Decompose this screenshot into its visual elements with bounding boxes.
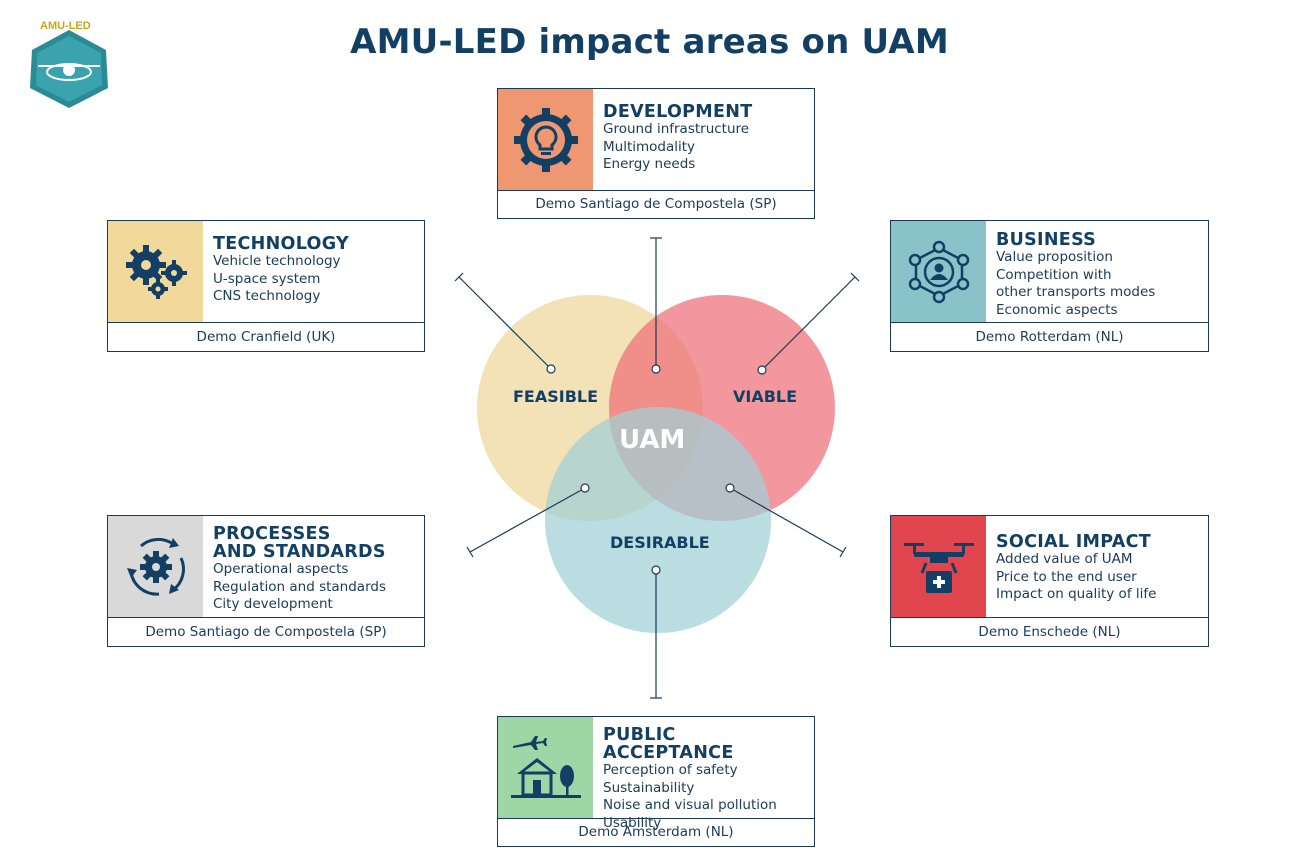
card-social-item: Added value of UAM [996,551,1133,567]
lightbulb-gear-icon [498,89,593,190]
card-business: BUSINESS Value proposition Competition w… [890,220,1209,352]
card-processes: PROCESSES AND STANDARDS Operational aspe… [107,515,425,647]
card-business-demo: Demo Rotterdam (NL) [975,329,1124,345]
cycle-gear-icon [108,516,203,617]
card-processes-item: Operational aspects [213,561,349,577]
card-public-demo: Demo Amsterdam (NL) [578,824,734,840]
plane-house-tree-icon [498,717,593,818]
network-person-icon [891,221,986,322]
card-development-item: Energy needs [603,156,696,172]
card-development-item: Multimodality [603,138,696,155]
card-development-heading: DEVELOPMENT [603,102,753,122]
card-business-item: other transports modes [996,284,1156,300]
card-processes-body: PROCESSES AND STANDARDS Operational aspe… [108,516,424,618]
card-processes-demo: Demo Santiago de Compostela (SP) [145,624,387,640]
card-business-item: Economic aspects [996,301,1118,318]
connector-lines [454,237,860,699]
card-technology-heading: TECHNOLOGY [213,234,349,254]
card-social-item: Price to the end user [996,568,1137,585]
card-social-heading: SOCIAL IMPACT [996,532,1151,552]
card-public-heading: PUBLIC ACCEPTANCE [603,725,734,763]
card-development: DEVELOPMENT Ground infrastructure Multim… [497,88,815,219]
card-social-item: Impact on quality of life [996,586,1157,602]
card-social: SOCIAL IMPACT Added value of UAM Price t… [890,515,1209,647]
card-development-body: DEVELOPMENT Ground infrastructure Multim… [498,89,814,191]
page-title: AMU-LED impact areas on UAM [350,22,949,62]
card-processes-item: City development [213,596,333,612]
amu-led-logo [24,22,114,112]
logo-text: AMU-LED [40,20,91,32]
card-social-body: SOCIAL IMPACT Added value of UAM Price t… [891,516,1208,618]
card-technology-body: TECHNOLOGY Vehicle technology U-space sy… [108,221,424,323]
card-development-item: Ground infrastructure [603,121,750,137]
desirable-circle [545,407,771,633]
card-business-item: Value proposition [996,249,1113,265]
feasible-label: FEASIBLE [513,387,599,406]
card-public-item: Sustainability [603,779,695,796]
card-public-body: PUBLIC ACCEPTANCE Perception of safety S… [498,717,814,831]
card-technology-item: CNS technology [213,288,321,304]
card-public-item: Perception of safety [603,762,738,778]
card-business-body: BUSINESS Value proposition Competition w… [891,221,1208,323]
medical-drone-icon [891,516,986,617]
card-technology-demo: Demo Cranfield (UK) [196,329,336,345]
card-business-item: Competition with [996,266,1112,283]
uam-core-label: UAM [619,425,686,455]
card-social-demo: Demo Enschede (NL) [978,624,1121,640]
card-technology-item: U-space system [213,270,321,287]
gears-icon [108,221,203,322]
desirable-label: DESIRABLE [610,533,710,552]
card-development-demo: Demo Santiago de Compostela (SP) [535,196,777,212]
connector-dots [546,364,767,575]
card-processes-heading: AND STANDARDS [213,542,386,562]
card-technology-item: Vehicle technology [213,253,341,269]
card-public-item: Noise and visual pollution [603,797,777,813]
card-public-item: Usability [603,814,662,831]
card-processes-heading: PROCESSES [213,524,331,544]
card-business-heading: BUSINESS [996,230,1097,250]
card-processes-item: Regulation and standards [213,578,386,595]
card-public: PUBLIC ACCEPTANCE Perception of safety S… [497,716,815,847]
card-technology: TECHNOLOGY Vehicle technology U-space sy… [107,220,425,352]
viable-label: VIABLE [733,387,798,406]
